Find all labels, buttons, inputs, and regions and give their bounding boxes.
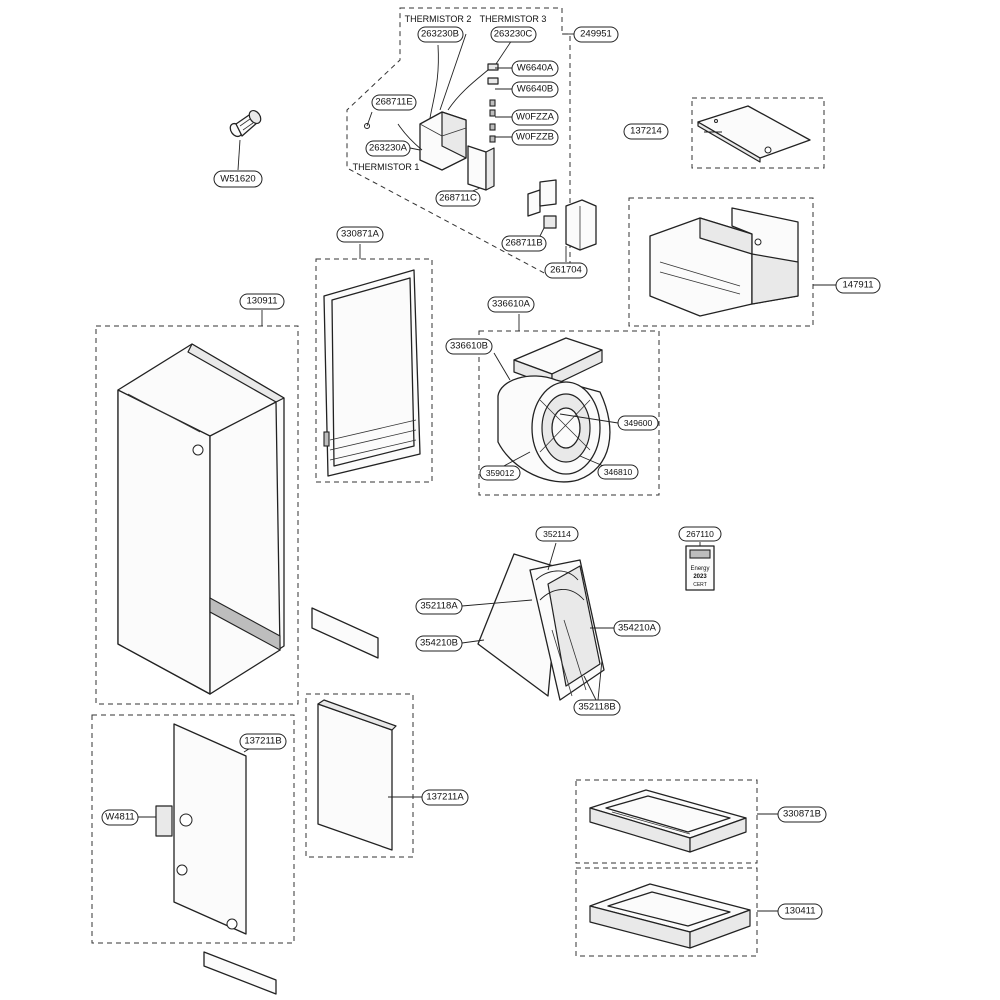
tag-330871A-text: 330871A bbox=[341, 229, 380, 240]
tag-147911[interactable]: 147911 bbox=[835, 277, 881, 294]
tag-359012[interactable]: 359012 bbox=[479, 465, 521, 481]
bottom-strip bbox=[203, 951, 277, 995]
blower-deck-group bbox=[628, 197, 814, 327]
tag-W6640B[interactable]: W6640B bbox=[511, 81, 559, 98]
tag-268711E[interactable]: 268711E bbox=[371, 94, 417, 111]
thermistor-2-caption: THERMISTOR 2 bbox=[405, 14, 472, 24]
tag-352114[interactable]: 352114 bbox=[535, 526, 579, 542]
filter-rack bbox=[589, 789, 747, 853]
tag-W6640B-text: W6640B bbox=[517, 84, 553, 95]
blower-group bbox=[478, 330, 660, 496]
tag-263230B-text: 263230B bbox=[421, 29, 459, 40]
tag-268711E-text: 268711E bbox=[375, 97, 412, 108]
filter-door-group bbox=[315, 258, 433, 483]
label-line-2: 2023 bbox=[693, 574, 707, 580]
tag-330871A[interactable]: 330871A bbox=[336, 226, 384, 243]
base-pan-group bbox=[575, 867, 758, 957]
thermistor-1-caption: THERMISTOR 1 bbox=[353, 162, 420, 172]
tag-354210B-text: 354210B bbox=[420, 638, 458, 649]
tag-130411[interactable]: 130411 bbox=[777, 903, 823, 920]
tag-267110-text: 267110 bbox=[686, 529, 714, 539]
tag-249951[interactable]: 249951 bbox=[573, 26, 619, 43]
tag-330871B[interactable]: 330871B bbox=[777, 806, 827, 823]
blower-assembly bbox=[497, 337, 611, 483]
tag-W6640A[interactable]: W6640A bbox=[511, 60, 559, 77]
tag-W51620-text: W51620 bbox=[220, 174, 255, 185]
tag-W4811-text: W4811 bbox=[105, 812, 134, 823]
tag-346810-text: 346810 bbox=[604, 467, 633, 477]
tag-349600[interactable]: 349600 bbox=[617, 415, 659, 431]
top-cover-panel bbox=[697, 105, 811, 163]
tag-263230C[interactable]: 263230C bbox=[490, 26, 537, 43]
tag-268711C-text: 268711C bbox=[439, 193, 477, 204]
tag-267110[interactable]: 267110 bbox=[678, 526, 722, 542]
tag-336610A-text: 336610A bbox=[492, 299, 531, 310]
tag-137211B[interactable]: 137211B bbox=[239, 733, 287, 750]
tag-268711C[interactable]: 268711C bbox=[435, 190, 481, 207]
tag-263230C-text: 263230C bbox=[494, 29, 533, 40]
tag-352118A[interactable]: 352118A bbox=[415, 598, 463, 615]
tag-261704-text: 261704 bbox=[550, 265, 582, 276]
tag-336610B-text: 336610B bbox=[450, 341, 488, 352]
tag-147911-text: 147911 bbox=[843, 280, 874, 291]
tag-263230A-text: 263230A bbox=[369, 143, 408, 154]
label-line-1: Energy bbox=[690, 566, 709, 572]
tag-W0FZZA-text: W0FZZA bbox=[516, 112, 555, 123]
filter-door-panel bbox=[323, 269, 421, 477]
tag-137211A[interactable]: 137211A bbox=[421, 789, 469, 806]
tag-268711B-text: 268711B bbox=[505, 238, 542, 249]
tag-W4811[interactable]: W4811 bbox=[101, 809, 139, 826]
tag-W6640A-text: W6640A bbox=[517, 63, 554, 74]
tag-354210A[interactable]: 354210A bbox=[613, 620, 661, 637]
tag-263230B[interactable]: 263230B bbox=[417, 26, 464, 43]
tag-W0FZZA[interactable]: W0FZZA bbox=[511, 109, 559, 126]
tag-263230A[interactable]: 263230A bbox=[365, 140, 411, 157]
tag-352118A-text: 352118A bbox=[420, 601, 458, 612]
tag-352114-text: 352114 bbox=[543, 529, 571, 539]
tag-354210A-text: 354210A bbox=[618, 623, 657, 634]
access-panel-b bbox=[155, 723, 247, 935]
tag-336610A[interactable]: 336610A bbox=[487, 296, 535, 313]
tag-336610B[interactable]: 336610B bbox=[445, 338, 493, 355]
evaporator-coil bbox=[477, 553, 605, 701]
label-line-3: CERT bbox=[693, 582, 707, 588]
tag-359012-text: 359012 bbox=[486, 468, 515, 478]
tag-W51620[interactable]: W51620 bbox=[213, 170, 263, 188]
tag-137211B-text: 137211B bbox=[244, 736, 281, 747]
tag-330871B-text: 330871B bbox=[783, 809, 821, 820]
connector-plug-icon bbox=[229, 109, 262, 138]
tag-268711B[interactable]: 268711B bbox=[501, 235, 547, 252]
tag-130911[interactable]: 130911 bbox=[239, 293, 285, 310]
tag-137214-text: 137214 bbox=[630, 126, 662, 137]
tag-352118B[interactable]: 352118B bbox=[573, 699, 621, 716]
tag-352118B-text: 352118B bbox=[578, 702, 615, 713]
tag-W0FZZB[interactable]: W0FZZB bbox=[511, 129, 559, 146]
thermistor-3-caption: THERMISTOR 3 bbox=[480, 14, 547, 24]
tag-349600-text: 349600 bbox=[624, 418, 653, 428]
tag-354210B[interactable]: 354210B bbox=[415, 635, 463, 652]
base-pan bbox=[589, 883, 751, 949]
leader-lines bbox=[138, 33, 836, 912]
cabinet-shell bbox=[117, 343, 285, 695]
tag-249951-text: 249951 bbox=[580, 29, 612, 40]
blower-deck-panel bbox=[649, 207, 799, 317]
tag-261704[interactable]: 261704 bbox=[544, 262, 588, 279]
tag-130911-text: 130911 bbox=[247, 296, 278, 307]
tag-346810[interactable]: 346810 bbox=[597, 464, 639, 480]
tag-W0FZZB-text: W0FZZB bbox=[516, 132, 554, 143]
rating-label: Energy 2023 CERT bbox=[685, 545, 715, 591]
tag-137211A-text: 137211A bbox=[426, 792, 464, 803]
access-panel-b-group bbox=[91, 714, 295, 944]
tag-130411-text: 130411 bbox=[785, 906, 816, 917]
top-cover-group bbox=[691, 97, 825, 169]
tag-137214[interactable]: 137214 bbox=[623, 123, 669, 140]
cabinet-group bbox=[95, 325, 299, 705]
filter-rack-group bbox=[575, 779, 758, 864]
access-panel-a bbox=[317, 699, 397, 851]
side-strip bbox=[311, 607, 379, 659]
control-box-assembly bbox=[364, 44, 597, 251]
